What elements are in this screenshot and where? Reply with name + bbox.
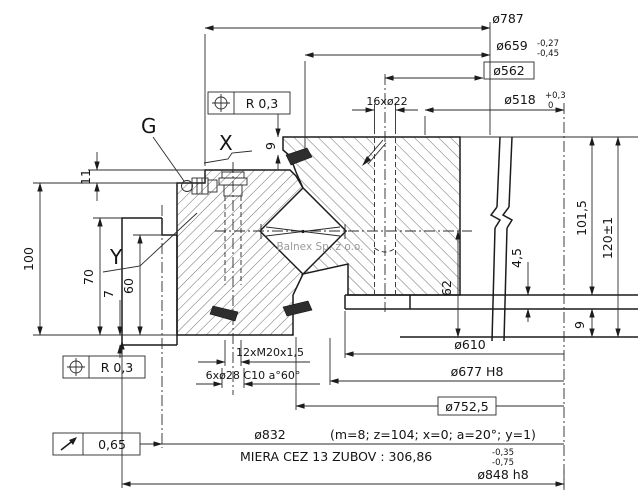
svg-text:6xø28 C10 a°60°: 6xø28 C10 a°60° <box>206 369 301 382</box>
cross-roller-cavity <box>259 187 347 275</box>
dim-6x28: 6xø28 C10 a°60° <box>196 368 320 388</box>
svg-text:ø848 h8: ø848 h8 <box>477 467 528 482</box>
svg-text:ø677 H8: ø677 H8 <box>451 364 504 379</box>
dim-7: 7 <box>101 290 123 358</box>
svg-text:11: 11 <box>78 169 93 185</box>
dim-752-5: ø752,5 <box>295 337 564 416</box>
svg-text:120±1: 120±1 <box>600 217 615 259</box>
svg-text:-0,75: -0,75 <box>492 458 514 468</box>
gear-parameters: (m=8; z=104; x=0; a=20°; y=1) <box>330 427 536 442</box>
countersink-arrow-icon <box>362 139 387 166</box>
mounting-stud <box>489 136 514 342</box>
outer-ring-section <box>282 136 461 296</box>
label-y: Y <box>102 212 198 273</box>
gear-measure-note: MIERA CEZ 13 ZUBOV : 306,86 -0,35 -0,75 <box>240 448 514 468</box>
slope-arrow-icon <box>60 437 77 451</box>
m20-bolt <box>218 162 248 395</box>
support-plate <box>344 136 638 338</box>
bottom-seal-left <box>209 305 239 322</box>
dim-60: 60 <box>121 234 162 336</box>
svg-text:ø562: ø562 <box>493 63 525 78</box>
svg-text:ø610: ø610 <box>454 337 486 352</box>
svg-text:9: 9 <box>572 321 587 329</box>
svg-text:7: 7 <box>101 290 116 298</box>
dim-m20: 12xM20x1,5 <box>198 340 310 366</box>
slope-frame: 0,65 <box>52 432 141 456</box>
dim-9-top: 9 <box>263 114 281 170</box>
svg-text:100: 100 <box>21 247 36 271</box>
top-seal <box>285 147 313 166</box>
dim-848: ø848 h8 <box>121 345 565 488</box>
position-frame-bottom: R 0,3 <box>62 340 146 379</box>
svg-text:Y: Y <box>109 245 123 269</box>
grease-nipple <box>181 177 218 195</box>
bottom-seal-right <box>282 300 313 317</box>
svg-text:X: X <box>219 131 233 155</box>
svg-text:R 0,3: R 0,3 <box>246 96 279 111</box>
svg-text:+0,3: +0,3 <box>545 91 566 101</box>
dim-16x22: 16xø22 <box>352 95 418 134</box>
svg-text:G: G <box>141 114 157 138</box>
dim-4-5: 4,5 <box>509 248 531 322</box>
dim-101-5: 101,5 <box>574 136 595 296</box>
svg-text:101,5: 101,5 <box>574 200 589 236</box>
svg-text:ø752,5: ø752,5 <box>445 399 488 414</box>
svg-text:ø832: ø832 <box>254 427 286 442</box>
svg-text:62: 62 <box>439 280 454 296</box>
seals <box>209 147 313 322</box>
dim-677: ø677 H8 <box>329 338 564 385</box>
svg-text:60: 60 <box>121 278 136 294</box>
dim-62: 62 <box>439 230 461 338</box>
dim-518: ø518 +0,3 0 <box>424 91 566 135</box>
svg-text:16xø22: 16xø22 <box>366 95 407 108</box>
dim-11: 11 <box>33 152 205 201</box>
svg-text:-0,27: -0,27 <box>537 39 559 49</box>
dim-100: 100 <box>21 182 177 336</box>
svg-text:-0,45: -0,45 <box>537 49 559 59</box>
dim-70: 70 <box>81 217 122 336</box>
gear-rim-section <box>121 205 178 448</box>
dim-787: ø787 <box>204 11 524 166</box>
svg-text:0: 0 <box>548 101 553 111</box>
svg-text:70: 70 <box>81 269 96 285</box>
svg-text:ø659: ø659 <box>496 38 528 53</box>
label-g: G <box>141 114 185 182</box>
svg-text:12xM20x1,5: 12xM20x1,5 <box>236 346 304 359</box>
dim-9-right: 9 <box>572 308 595 338</box>
dim-562: ø562 <box>384 61 535 81</box>
dim-610: ø610 <box>344 311 564 358</box>
svg-text:ø787: ø787 <box>492 11 524 26</box>
svg-text:9: 9 <box>263 142 278 150</box>
dim-659: ø659 -0,27 -0,45 <box>304 38 559 152</box>
label-x: X <box>203 131 253 164</box>
svg-text:ø518: ø518 <box>504 92 536 107</box>
dim-120: 120±1 <box>600 136 621 338</box>
svg-text:R 0,3: R 0,3 <box>101 360 134 375</box>
position-frame-top: R 0,3 <box>207 91 291 115</box>
svg-text:-0,35: -0,35 <box>492 448 514 458</box>
position-tolerance-icon <box>212 94 230 112</box>
watermark: Balnex Sp. z o.o. <box>276 241 363 253</box>
position-tolerance-icon <box>67 358 85 376</box>
dim-832: ø832 (m=8; z=104; x=0; a=20°; y=1) <box>140 427 564 447</box>
svg-text:0,65: 0,65 <box>98 437 126 452</box>
svg-text:MIERA CEZ 13 ZUBOV : 306,86: MIERA CEZ 13 ZUBOV : 306,86 <box>240 449 432 464</box>
svg-text:4,5: 4,5 <box>509 248 524 268</box>
